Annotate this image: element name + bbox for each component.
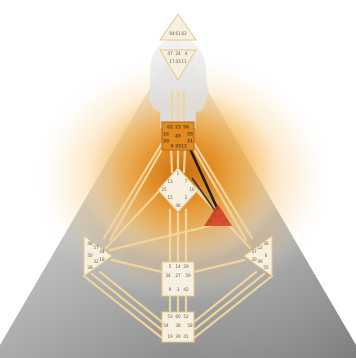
gate-label-ajna-4: 4 bbox=[185, 51, 188, 56]
gate-label-solar_plexus-49: 49 bbox=[257, 259, 263, 264]
gate-label-throat-62: 62 bbox=[167, 125, 173, 131]
gate-label-throat-12: 12 bbox=[181, 144, 187, 150]
gate-label-g-13: 13 bbox=[167, 179, 173, 184]
gate-label-sacral-27: 27 bbox=[175, 273, 181, 278]
head-center bbox=[160, 14, 196, 40]
gate-label-ego-21: 21 bbox=[211, 213, 217, 218]
gate-label-spleen-44: 44 bbox=[99, 249, 105, 254]
gate-label-g-2: 2 bbox=[185, 195, 188, 200]
gate-label-solar_plexus-6: 6 bbox=[265, 253, 268, 258]
gate-label-sacral-3: 3 bbox=[177, 287, 180, 292]
gate-label-g-1: 1 bbox=[177, 171, 180, 176]
gate-label-throat-23: 23 bbox=[175, 125, 181, 131]
gate-label-ajna-43: 43 bbox=[175, 59, 181, 64]
gate-label-root-41: 41 bbox=[183, 334, 189, 339]
gate-label-solar_plexus-37: 37 bbox=[251, 249, 257, 254]
gate-label-g-7: 7 bbox=[185, 179, 188, 184]
gate-label-solar_plexus-36: 36 bbox=[263, 241, 269, 246]
gate-label-throat-45: 45 bbox=[175, 134, 181, 140]
gate-label-head-61: 61 bbox=[175, 31, 181, 36]
gate-label-sacral-29: 29 bbox=[183, 264, 189, 269]
gate-label-ego-40: 40 bbox=[221, 219, 227, 224]
gate-label-solar_plexus-55: 55 bbox=[263, 265, 269, 270]
gate-label-throat-56: 56 bbox=[183, 125, 189, 131]
gate-label-g-15: 15 bbox=[167, 195, 173, 200]
gate-label-sacral-9: 9 bbox=[169, 287, 172, 292]
gate-label-root-53: 53 bbox=[167, 314, 173, 319]
gate-label-root-58: 58 bbox=[187, 323, 193, 328]
gate-label-throat-20: 20 bbox=[163, 139, 169, 145]
gate-label-g-46: 46 bbox=[175, 203, 181, 208]
gate-label-sacral-14: 14 bbox=[175, 264, 181, 269]
gate-label-root-19: 19 bbox=[167, 334, 173, 339]
gate-label-spleen-48: 48 bbox=[87, 241, 93, 246]
gate-label-root-39: 39 bbox=[175, 334, 181, 339]
gate-label-throat-35: 35 bbox=[187, 132, 193, 138]
gate-label-sacral-42: 42 bbox=[183, 287, 189, 292]
gate-label-sacral-34: 34 bbox=[165, 273, 171, 278]
gate-label-head-64: 64 bbox=[169, 31, 175, 36]
gate-label-spleen-57: 57 bbox=[93, 245, 99, 250]
gate-label-g-25: 25 bbox=[161, 187, 167, 192]
gate-label-ego-51: 51 bbox=[217, 213, 223, 218]
gate-label-ajna-24: 24 bbox=[175, 51, 181, 56]
gate-label-ajna-47: 47 bbox=[167, 51, 173, 56]
gate-label-solar_plexus-22: 22 bbox=[257, 245, 263, 250]
gate-label-ajna-11: 11 bbox=[181, 59, 187, 64]
gate-label-root-60: 60 bbox=[175, 314, 181, 319]
gate-label-throat-16: 16 bbox=[163, 132, 169, 138]
gate-label-head-63: 63 bbox=[181, 31, 187, 36]
gate-label-spleen-18: 18 bbox=[99, 257, 105, 262]
gate-label-root-54: 54 bbox=[163, 323, 169, 328]
gate-label-throat-31: 31 bbox=[187, 139, 193, 145]
gate-label-throat-8: 8 bbox=[170, 144, 173, 150]
gate-label-spleen-28: 28 bbox=[87, 265, 93, 270]
gate-label-ego-26: 26 bbox=[207, 219, 213, 224]
gate-label-g-10: 10 bbox=[189, 187, 195, 192]
gate-label-root-38: 38 bbox=[175, 323, 181, 328]
gate-label-spleen-32: 32 bbox=[93, 259, 99, 264]
gate-label-sacral-5: 5 bbox=[169, 264, 172, 269]
gate-label-spleen-50: 50 bbox=[87, 253, 93, 258]
gate-label-root-52: 52 bbox=[183, 314, 189, 319]
gate-label-solar_plexus-30: 30 bbox=[251, 257, 257, 262]
gate-label-sacral-59: 59 bbox=[185, 273, 191, 278]
gate-label-ajna-17: 17 bbox=[169, 59, 175, 64]
